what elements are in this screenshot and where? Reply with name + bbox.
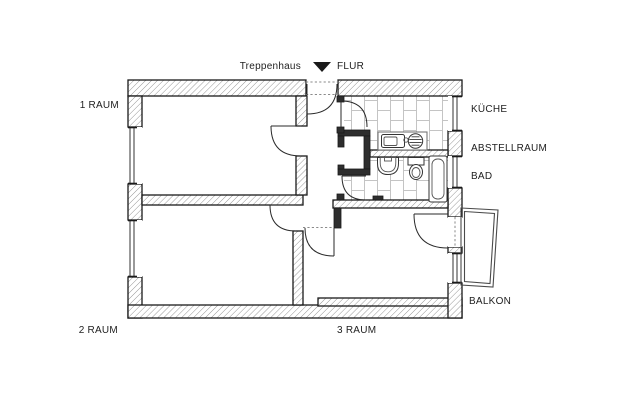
wall-left-1 — [127, 95, 143, 128]
label-treppenhaus: Treppenhaus — [240, 61, 301, 72]
bathroom-fixtures — [377, 155, 448, 203]
bathtub — [428, 155, 448, 203]
room3-door — [304, 227, 335, 257]
window-kitchen — [448, 95, 462, 132]
header-row: Treppenhaus FLUR — [240, 61, 364, 72]
storage-wall-left-upper — [337, 135, 345, 148]
room2-door — [269, 204, 297, 232]
entrance-direction-icon — [313, 62, 331, 72]
label-balkon: BALKON — [469, 296, 511, 307]
openings — [303, 80, 462, 247]
wall-left-2 — [127, 183, 143, 221]
windows — [128, 95, 462, 284]
window-room3-balcony — [448, 252, 462, 284]
wall-right-3 — [447, 246, 463, 254]
wall-room1-flur-lower — [295, 155, 308, 196]
window-room1 — [128, 126, 142, 185]
wall-right-4 — [447, 282, 463, 319]
wall-bottom-step — [317, 297, 463, 307]
toilet — [407, 157, 425, 180]
storage-wall-right — [363, 135, 371, 170]
label-room1: 1 RAUM — [80, 100, 119, 111]
storage-room-walls — [333, 95, 384, 229]
label-room2: 2 RAUM — [79, 325, 118, 336]
kitchen-counter — [377, 131, 428, 151]
wall-bath-room3 — [332, 199, 449, 209]
entrance-door — [306, 83, 338, 115]
label-abstellraum: ABSTELLRAUM — [471, 143, 547, 154]
flur-room3-wall-stub — [333, 207, 342, 229]
interior-walls — [141, 95, 449, 306]
kitchen-sink — [381, 134, 405, 148]
storage-wall-left-lower — [337, 164, 345, 170]
bath-wall-notch — [372, 195, 384, 201]
jamb-kitchen-door-bottom — [336, 126, 345, 134]
label-bad: BAD — [471, 171, 492, 182]
label-kueche: KÜCHE — [471, 103, 507, 115]
doors — [269, 83, 449, 257]
wall-room1-room2 — [141, 194, 304, 206]
label-room3: 3 RAUM — [337, 325, 376, 336]
jamb-bath-door-bottom — [336, 193, 345, 201]
room1-door — [270, 125, 302, 157]
room-labels: 1 RAUM 2 RAUM 3 RAUM KÜCHE ABSTELLRAUM B… — [79, 100, 547, 336]
balcony-door — [413, 213, 449, 249]
wall-right-1 — [447, 130, 463, 157]
washbasin — [377, 157, 399, 176]
label-flur: FLUR — [337, 61, 364, 72]
window-room2 — [128, 219, 142, 278]
balcony-outline — [460, 207, 499, 288]
wall-right-2 — [447, 187, 463, 218]
wall-room1-flur-upper — [295, 95, 308, 127]
kitchen-door — [340, 100, 368, 128]
wall-room2-room3 — [292, 230, 304, 306]
wall-bottom — [127, 304, 463, 319]
bath-door — [341, 175, 367, 201]
storage-wall-bottom — [337, 168, 371, 176]
wall-top-right — [337, 79, 463, 97]
wall-top-left — [127, 79, 307, 97]
outer-walls — [127, 79, 463, 319]
kitchen-hob — [407, 133, 424, 149]
window-bath — [448, 155, 462, 189]
entrance-opening — [306, 80, 338, 96]
